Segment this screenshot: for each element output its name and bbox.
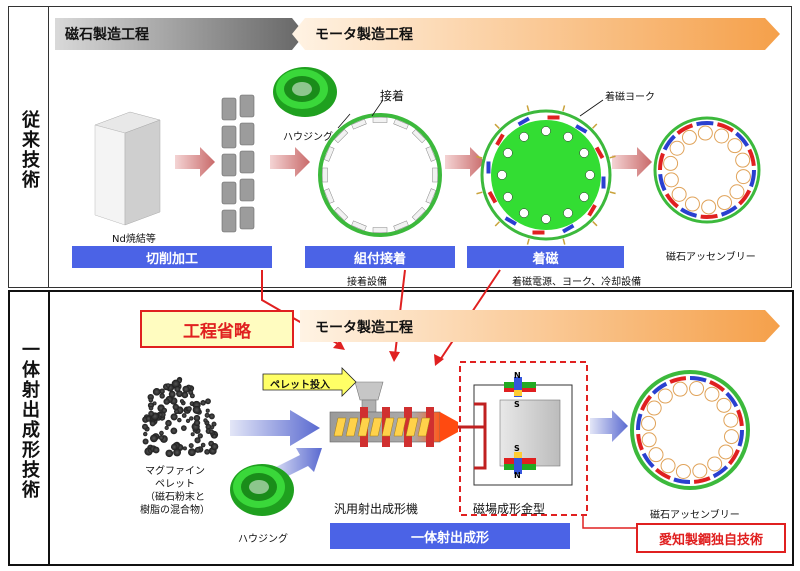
pellet-description: マグファイン ペレット （磁石粉末と 樹脂の混合物）: [120, 465, 230, 517]
equip-bond-label: 接着設備: [347, 277, 387, 288]
magnet-process-arrow: [55, 18, 305, 50]
bonded-magnet-ring-icon: [318, 113, 442, 237]
proprietary-tech-label: 愛知製鋼独自技術: [636, 523, 786, 553]
step-integrated-molding: 一体射出成形: [330, 523, 570, 549]
header-motor-process-bottom: モータ製造工程: [315, 320, 413, 336]
top-side-label: 従来技術: [19, 110, 40, 190]
blue-arrow-output: [590, 410, 628, 442]
housing-label-bottom: ハウジング: [238, 534, 288, 545]
magnet-assembly-ring-icon-top: [653, 116, 761, 224]
housing-label-top: ハウジング: [283, 132, 333, 143]
assembly-segments-bottom: [636, 376, 744, 484]
step-assembly-bonding: 組付接着: [305, 246, 455, 268]
mold-pole-n-top: N: [514, 371, 521, 380]
mold-pole-n-bottom: N: [514, 471, 521, 480]
blue-arrow-pellet: [230, 410, 320, 446]
header-motor-process-top: モータ製造工程: [315, 27, 413, 43]
motor-process-arrow-bottom: [300, 310, 780, 342]
bond-label: 接着: [380, 89, 405, 103]
nd-sintered-block-icon: [94, 111, 161, 226]
yoke-label: 着磁ヨーク: [605, 92, 655, 103]
step-cutting: 切削加工: [72, 246, 272, 268]
pellet-desc-line-4: 樹脂の混合物）: [140, 505, 210, 516]
nd-label: Nd焼結等: [112, 234, 156, 245]
flow-arrow-2: [270, 147, 310, 177]
bottom-panel-frame: [8, 290, 794, 566]
magfine-pellet-heap-icon: [142, 376, 219, 458]
pellet-desc-line-3: （磁石粉末と: [145, 492, 205, 503]
assembly-label-top: 磁石アッセンブリー: [666, 252, 756, 263]
yoke-coils: [476, 105, 616, 245]
magnetic-field-mold-icon: [458, 377, 573, 486]
screw-icon: [333, 417, 431, 437]
housing-wheel-icon-bottom: [230, 464, 294, 516]
assembly-label-bottom: 磁石アッセンブリー: [650, 510, 740, 521]
mold-pole-s-top: S: [514, 400, 520, 409]
cut-magnet-pieces-icon: [221, 94, 255, 233]
omit-process-label: 工程省略: [140, 310, 294, 348]
mold-pole-s-bottom: S: [514, 444, 520, 453]
flow-arrow-3: [445, 147, 485, 177]
bottom-side-divider: [48, 290, 50, 564]
hopper-icon: [354, 381, 384, 413]
pellet-desc-line-1: マグファイン: [145, 466, 205, 477]
bottom-side-label: 一体射出成形技術: [19, 340, 40, 500]
assembly-segments-top: [658, 121, 756, 219]
magnetic-mold-frame: [459, 361, 588, 516]
machine-label: 汎用射出成形機: [334, 502, 419, 516]
pellet-input-label: ペレット投入: [270, 380, 330, 391]
motor-process-arrow-top: [292, 18, 780, 50]
header-magnet-process: 磁石製造工程: [65, 27, 149, 43]
equip-magnetize-label: 着磁電源、ヨーク、冷却設備: [512, 277, 642, 288]
bonded-segments: [322, 117, 438, 233]
magnet-assembly-ring-icon-bottom: [630, 370, 750, 490]
mold-label: 磁場成形金型: [473, 502, 546, 516]
step-magnetizing: 着磁: [467, 246, 624, 268]
top-panel-frame: [8, 6, 792, 288]
flow-arrow-1: [175, 147, 215, 177]
top-side-divider: [48, 6, 49, 287]
flow-arrow-4: [612, 147, 652, 177]
pellet-desc-line-2: ペレット: [155, 479, 195, 490]
housing-wheel-icon-top: [273, 67, 337, 117]
magnetizing-yoke-ring-icon: [480, 109, 612, 241]
pellet-input-arrow: [262, 367, 357, 397]
